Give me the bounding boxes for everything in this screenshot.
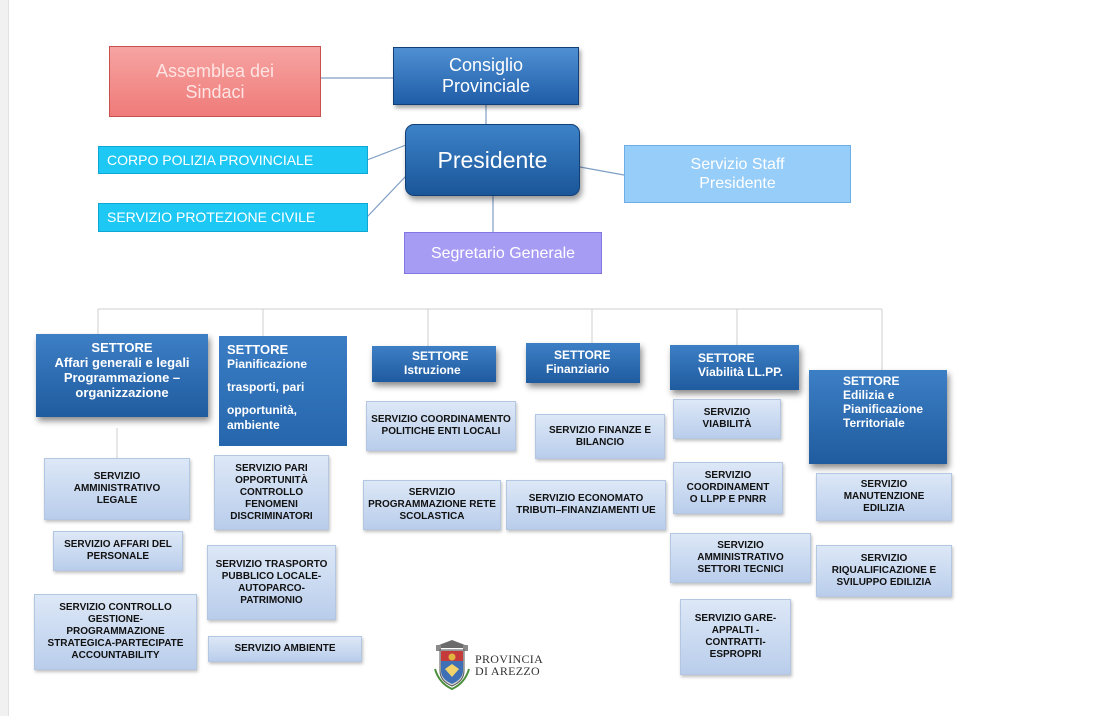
sector-label: Pianificazione xyxy=(843,402,924,416)
sector-label: SETTORE xyxy=(554,348,611,362)
sector-label: opportunità, xyxy=(227,403,297,417)
sector-pianificazione: SETTORE Pianificazione trasporti, pari o… xyxy=(219,336,347,446)
protezione-box: SERVIZIO PROTEZIONE CIVILE xyxy=(98,203,368,232)
service-box: SERVIZIO ECONOMATO TRIBUTI–FINANZIAMENTI… xyxy=(506,480,666,530)
provincia-logo: PROVINCIA DI AREZZO xyxy=(433,638,563,692)
sector-tree-lines xyxy=(97,308,883,458)
coat-of-arms-icon xyxy=(434,640,470,691)
service-label: SERVIZIO GARE-APPALTI -CONTRATTI-ESPROPR… xyxy=(694,613,777,660)
sector-label: Edilizia e xyxy=(843,388,895,402)
sector-label: Affari generali e legali xyxy=(54,355,190,370)
service-box: SERVIZIO AFFARI DEL PERSONALE xyxy=(53,531,183,571)
service-label: SERVIZIO AMMINISTRATIVO SETTORI TECNICI xyxy=(697,540,784,575)
sector-label: SETTORE xyxy=(412,349,469,363)
service-label: SERVIZIO TRASPORTO PUBBLICO LOCALE-AUTOP… xyxy=(215,558,328,606)
staff-label: Servizio Staff Presidente xyxy=(690,156,785,192)
sector-label: organizzazione xyxy=(75,385,169,400)
service-box: SERVIZIO VIABILITÀ xyxy=(673,399,781,439)
sector-label: SETTORE xyxy=(91,340,153,355)
sector-edilizia: SETTORE Edilizia e Pianificazione Territ… xyxy=(809,370,947,464)
assemblea-box: Assemblea dei Sindaci xyxy=(109,46,321,117)
sector-label: Finanziario xyxy=(546,362,610,376)
assemblea-label: Assemblea dei Sindaci xyxy=(155,60,275,102)
service-box: SERVIZIO GARE-APPALTI -CONTRATTI-ESPROPR… xyxy=(680,599,791,675)
sector-label: SETTORE xyxy=(843,374,900,388)
service-box: SERVIZIO CONTROLLO GESTIONE-PROGRAMMAZIO… xyxy=(34,594,197,670)
service-label: SERVIZIO AFFARI DEL PERSONALE xyxy=(64,539,172,562)
service-label: SERVIZIO FINANZE E BILANCIO xyxy=(548,424,652,448)
logo-text: PROVINCIA DI AREZZO xyxy=(471,653,543,677)
sector-label: SETTORE xyxy=(698,351,755,365)
service-label: SERVIZIO AMMINISTRATIVO LEGALE xyxy=(73,471,161,506)
consiglio-label: Consiglio Provinciale xyxy=(441,55,531,96)
sector-label: Istruzione xyxy=(404,363,461,377)
service-label: SERVIZIO RIQUALIFICAZIONE E SVILUPPO EDI… xyxy=(831,553,937,588)
service-box: SERVIZIO AMMINISTRATIVO LEGALE xyxy=(44,458,190,520)
service-box: SERVIZIO AMMINISTRATIVO SETTORI TECNICI xyxy=(670,533,811,583)
sector-affari-generali: SETTORE Affari generali e legali Program… xyxy=(36,334,208,417)
service-label: SERVIZIO PARI OPPORTUNITÀ CONTROLLO FENO… xyxy=(230,462,313,522)
service-label: SERVIZIO AMBIENTE xyxy=(234,643,336,654)
service-box: SERVIZIO RIQUALIFICAZIONE E SVILUPPO EDI… xyxy=(816,545,952,597)
sector-finanziario: SETTORE Finanziario xyxy=(526,343,640,383)
service-box: SERVIZIO COORDINAMENTO POLITICHE ENTI LO… xyxy=(366,401,516,451)
protezione-label: SERVIZIO PROTEZIONE CIVILE xyxy=(107,209,316,225)
service-label: SERVIZIO CONTROLLO GESTIONE-PROGRAMMAZIO… xyxy=(47,602,184,661)
service-box: SERVIZIO COORDINAMENT O LLPP E PNRR xyxy=(673,462,783,514)
service-box: SERVIZIO PROGRAMMAZIONE RETE SCOLASTICA xyxy=(363,480,501,530)
left-margin-bar xyxy=(0,0,9,716)
sector-label: ambiente xyxy=(227,418,280,432)
service-box: SERVIZIO PARI OPPORTUNITÀ CONTROLLO FENO… xyxy=(214,455,329,530)
polizia-box: CORPO POLIZIA PROVINCIALE xyxy=(98,146,368,174)
service-label: SERVIZIO ECONOMATO TRIBUTI–FINANZIAMENTI… xyxy=(516,493,656,516)
service-box: SERVIZIO FINANZE E BILANCIO xyxy=(535,414,665,459)
presidente-box: Presidente xyxy=(405,124,580,196)
sector-label: Viabilità LL.PP. xyxy=(698,365,783,379)
service-label: SERVIZIO MANUTENZIONE EDILIZIA xyxy=(843,479,925,514)
logo-text-line1: PROVINCIA xyxy=(475,652,544,666)
polizia-label: CORPO POLIZIA PROVINCIALE xyxy=(107,151,314,168)
service-box: SERVIZIO MANUTENZIONE EDILIZIA xyxy=(816,473,952,521)
staff-box: Servizio Staff Presidente xyxy=(624,145,851,203)
consiglio-box: Consiglio Provinciale xyxy=(393,47,579,105)
sector-viabilita: SETTORE Viabilità LL.PP. xyxy=(670,345,799,390)
connector-polizia xyxy=(366,144,407,161)
segretario-label: Segretario Generale xyxy=(430,244,576,262)
sector-label: SETTORE xyxy=(227,342,289,357)
service-box: SERVIZIO TRASPORTO PUBBLICO LOCALE-AUTOP… xyxy=(207,545,336,620)
presidente-label: Presidente xyxy=(437,146,548,173)
connector-protezione xyxy=(366,175,407,218)
logo-text-line2: DI AREZZO xyxy=(475,664,541,678)
connector-staff xyxy=(579,166,625,176)
sector-label: Territoriale xyxy=(843,416,905,430)
service-label: SERVIZIO COORDINAMENT O LLPP E PNRR xyxy=(686,470,770,505)
service-label: SERVIZIO VIABILITÀ xyxy=(702,407,752,430)
service-label: SERVIZIO PROGRAMMAZIONE RETE SCOLASTICA xyxy=(368,487,496,522)
sector-label: Programmazione – xyxy=(63,370,181,385)
service-box: SERVIZIO AMBIENTE xyxy=(208,636,362,662)
sector-label: trasporti, pari xyxy=(227,380,305,394)
sector-label: Pianificazione xyxy=(227,357,308,371)
service-label: SERVIZIO COORDINAMENTO POLITICHE ENTI LO… xyxy=(371,414,511,437)
sector-istruzione: SETTORE Istruzione xyxy=(372,346,496,382)
segretario-box: Segretario Generale xyxy=(404,232,602,274)
